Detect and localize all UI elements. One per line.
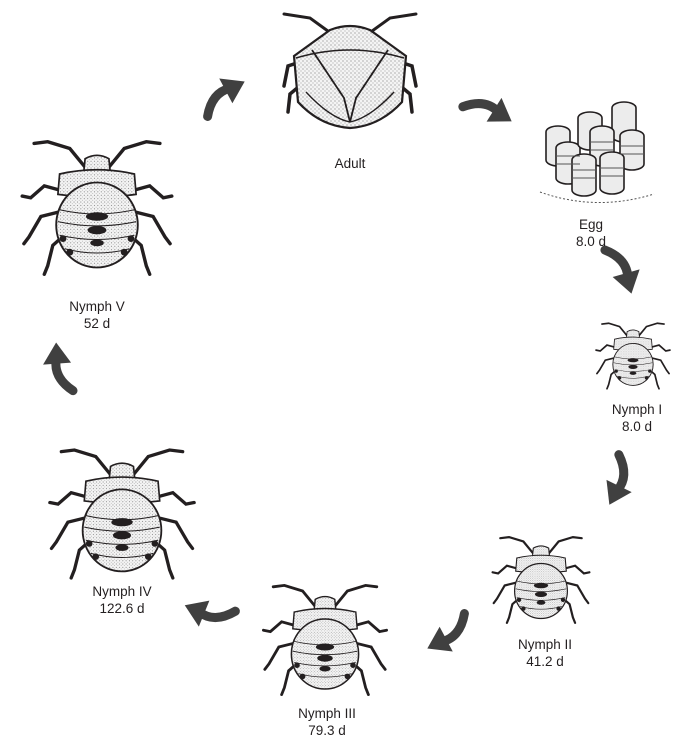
- adult-bug-icon: [284, 14, 416, 128]
- stage-name: Nymph IV: [92, 583, 151, 600]
- stage-name: Egg: [576, 216, 606, 233]
- stage-label-nymph-5: Nymph V 52 d: [69, 298, 125, 332]
- stage-duration: 8.0 d: [612, 418, 662, 435]
- stage-name: Nymph V: [69, 298, 125, 315]
- curved-arrow-icon: [462, 84, 519, 132]
- stage-label-adult: Adult: [335, 155, 366, 172]
- nymph-4-icon: [50, 450, 194, 578]
- stage-label-nymph-2: Nymph II 41.2 d: [518, 636, 572, 670]
- stage-name: Nymph I: [612, 401, 662, 418]
- nymph-3-icon: [263, 585, 386, 694]
- nymph-1-icon: [596, 323, 670, 389]
- nymph-5-icon: [22, 142, 172, 275]
- curved-arrow-icon: [40, 341, 75, 394]
- stage-label-nymph-3: Nymph III 79.3 d: [298, 705, 356, 739]
- stage-label-egg: Egg 8.0 d: [576, 216, 606, 250]
- curved-arrow-icon: [194, 68, 251, 118]
- stage-duration: 52 d: [69, 315, 125, 332]
- nymph-2-icon: [493, 537, 590, 623]
- stage-duration: 122.6 d: [92, 600, 151, 617]
- stage-duration: 79.3 d: [298, 722, 356, 739]
- stage-label-nymph-4: Nymph IV 122.6 d: [92, 583, 151, 617]
- stage-name: Nymph II: [518, 636, 572, 653]
- stage-duration: 41.2 d: [518, 653, 572, 670]
- curved-arrow-icon: [180, 594, 236, 636]
- stage-duration: 8.0 d: [576, 233, 606, 250]
- egg-cluster-icon: [540, 102, 654, 203]
- curved-arrow-icon: [603, 241, 646, 298]
- stage-name: Adult: [335, 155, 366, 172]
- stage-label-nymph-1: Nymph I 8.0 d: [612, 401, 662, 435]
- curved-arrow-icon: [421, 612, 478, 662]
- stage-name: Nymph III: [298, 705, 356, 722]
- curved-arrow-icon: [598, 454, 643, 511]
